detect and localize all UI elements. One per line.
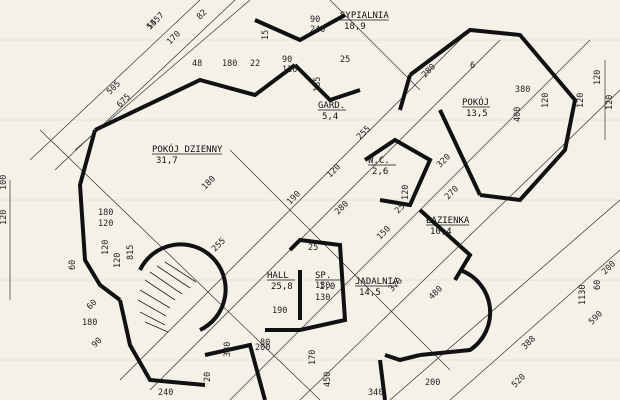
dimension-value: 130 <box>315 293 330 303</box>
dimension-value: 60 <box>593 280 603 290</box>
room-name: JADALNIA <box>355 277 399 287</box>
dimension-value: 60 <box>68 260 78 270</box>
room-name: ŁAZIENKA <box>425 216 470 226</box>
dimension-value: 170 <box>165 29 183 47</box>
dimension-value: 280 <box>333 199 351 217</box>
walls <box>77 13 578 400</box>
dimension-value: 90 <box>310 15 320 25</box>
dimension-value: 190 <box>272 306 287 316</box>
dimension-value: 15 <box>261 30 271 40</box>
dimension-value: 180 <box>200 174 218 192</box>
room-area: 1,0 <box>319 282 335 292</box>
dimension-value: 185 <box>313 77 323 92</box>
dimension-value: 20 <box>203 372 213 382</box>
room-area: 5,4 <box>322 112 338 122</box>
staircase <box>137 261 197 333</box>
room-name: W.C. <box>368 156 390 166</box>
room-name: GARD. <box>318 101 345 111</box>
dimension-value: 90 <box>90 336 104 350</box>
dimension-value: 25 <box>340 55 350 65</box>
dimension-value: 320 <box>435 152 453 170</box>
dimension-value: 388 <box>520 334 538 352</box>
dimension-value: 22 <box>250 59 260 69</box>
dimension-value: 6 <box>470 61 475 71</box>
room-area: 13,5 <box>466 109 488 119</box>
room-area: 25,8 <box>271 282 293 292</box>
dimension-value: 380 <box>223 342 233 357</box>
room-area: 14,5 <box>359 288 381 298</box>
dimension-value: 100 <box>0 175 9 190</box>
dimension-value: 130 <box>315 281 330 291</box>
dimension-value: 170 <box>308 350 318 365</box>
dimension-value: 400 <box>513 107 523 122</box>
room-area: 31,7 <box>156 156 178 166</box>
dimension-value: 180 <box>222 59 237 69</box>
dimension-value: 255 <box>355 124 373 142</box>
dimension-value: 82 <box>195 8 209 22</box>
room-area: 18,9 <box>344 22 366 32</box>
dimension-value: 520 <box>510 372 528 390</box>
dimension-value: 120 <box>541 93 551 108</box>
dimension-value: 450 <box>323 372 333 387</box>
dimension-value: 270 <box>443 184 461 202</box>
dimension-value: 120 <box>0 210 9 225</box>
dimension-value: 120 <box>401 185 411 200</box>
dimension-value: 240 <box>158 388 173 398</box>
background-grid <box>0 39 620 361</box>
dimension-value: 180 <box>82 318 97 328</box>
dimension-value: 1130 <box>578 285 588 305</box>
dimension-value: 380 <box>515 85 530 95</box>
room-name: SP. <box>315 271 331 281</box>
dimension-value: 340 <box>368 388 383 398</box>
room-name: SYPIALNIA <box>340 11 389 21</box>
dimension-value: 120 <box>101 240 111 255</box>
dimension-value: 190 <box>285 189 303 207</box>
dimension-value: 590 <box>587 309 605 327</box>
dimension-value: 200 <box>425 378 440 388</box>
dimension-lines <box>9 0 620 400</box>
dimension-value: 240 <box>310 25 325 35</box>
dimension-value: 48 <box>192 59 202 69</box>
dimension-value: 120 <box>576 93 586 108</box>
dimension-value: 120 <box>593 70 603 85</box>
dimension-value: 120 <box>282 65 297 75</box>
dimension-value: 120 <box>113 253 123 268</box>
dimension-value: 90 <box>282 55 292 65</box>
dimension-value: 80 <box>260 338 270 348</box>
room-area: 10,4 <box>430 227 452 237</box>
dimension-value: 505 <box>105 79 123 97</box>
dimension-value: 120 <box>605 95 615 110</box>
dimension-value: 60 <box>85 298 99 312</box>
room-area: 2,6 <box>372 167 388 177</box>
dimension-value: 200 <box>600 259 618 277</box>
dimension-value: 120 <box>325 162 343 180</box>
dimension-value: 120 <box>98 219 113 229</box>
dimension-value: 675 <box>115 92 133 110</box>
room-name: POKÓJ DZIENNY <box>152 143 223 155</box>
dimension-value: 180 <box>98 208 113 218</box>
dimension-value: 480 <box>427 284 445 302</box>
dimension-value: 200 <box>255 343 270 353</box>
room-name: HALL <box>267 271 289 281</box>
dimension-value: 815 <box>126 245 136 260</box>
room-name: POKÓJ <box>462 96 489 108</box>
dimension-value: 25 <box>308 243 318 253</box>
dimension-value: 255 <box>210 236 228 254</box>
